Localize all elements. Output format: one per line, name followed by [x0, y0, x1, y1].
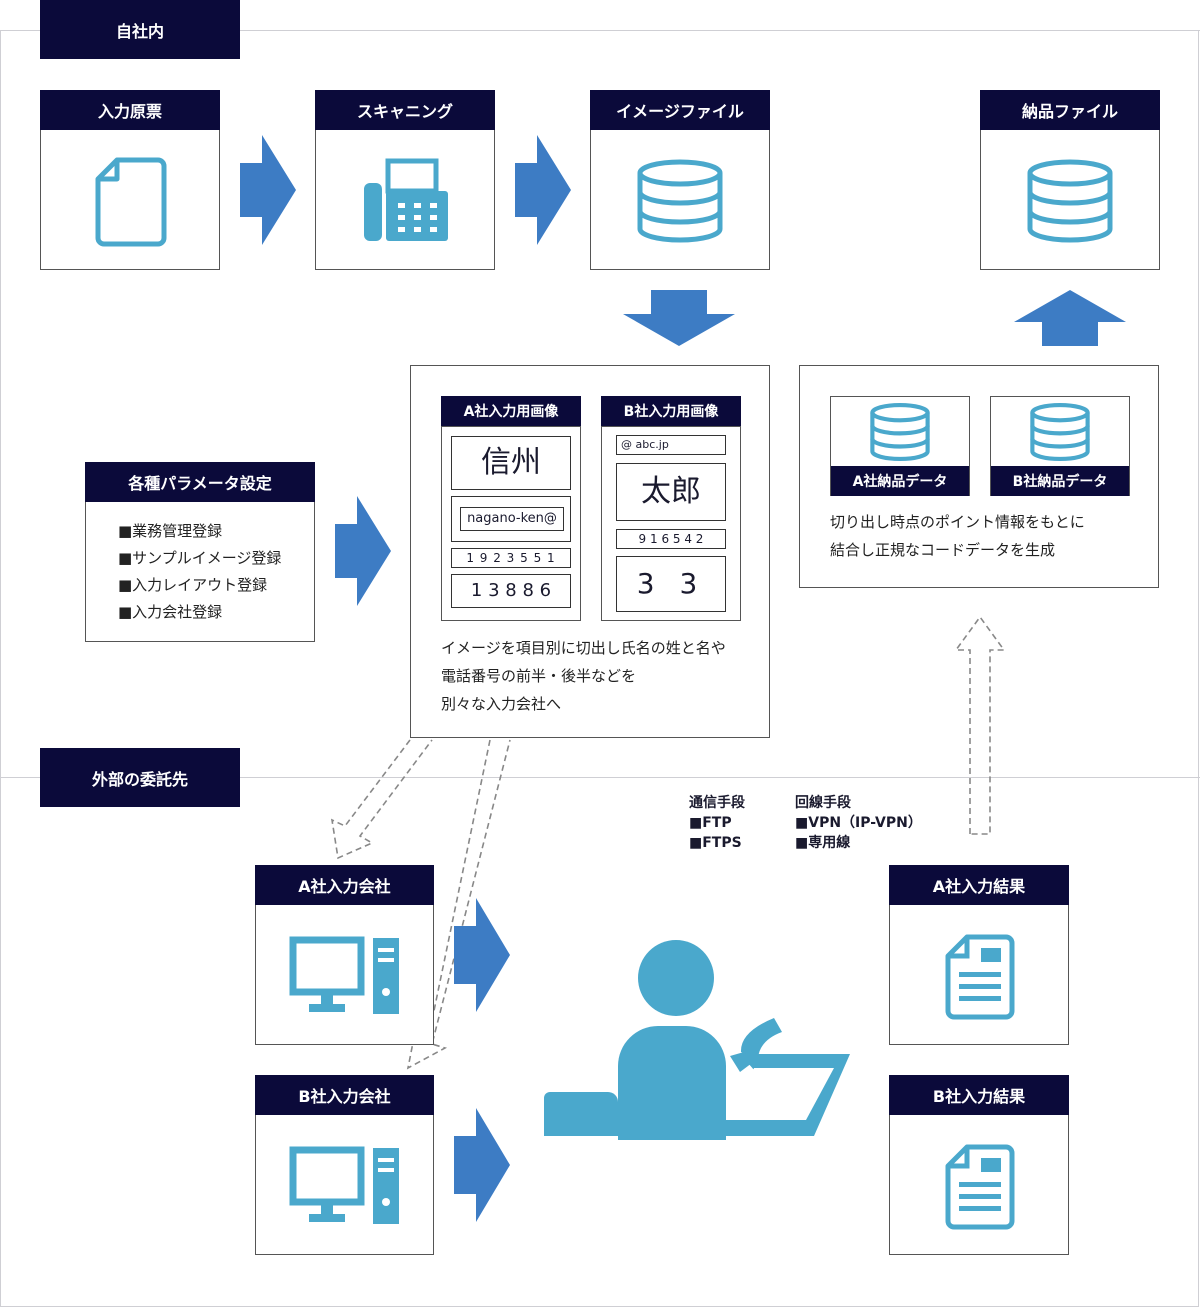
- arrow-down-icon: [623, 290, 735, 346]
- comm-item: ■FTPS: [689, 835, 742, 851]
- internal-zone-tag: 自社内: [40, 0, 240, 59]
- b-company-title: B社入力会社: [255, 1075, 434, 1115]
- image-file-title: イメージファイル: [590, 90, 770, 130]
- report-icon: [945, 934, 1015, 1020]
- operator-icon: [544, 940, 850, 1140]
- line-title: 回線手段: [795, 795, 851, 811]
- a-sample-email-frame: nagano-ken@: [451, 496, 571, 542]
- b-sample-email: @ abc.jp: [616, 435, 726, 455]
- scanning-title: スキャニング: [315, 90, 495, 130]
- b-result-box: B社入力結果: [889, 1075, 1069, 1255]
- a-sample-email: nagano-ken@: [460, 507, 564, 531]
- a-company-title: A社入力会社: [255, 865, 434, 905]
- database-icon: [870, 403, 930, 461]
- parameter-item: ■サンプルイメージ登録: [118, 549, 282, 567]
- merge-description: 切り出し時点のポイント情報をもとに 結合し正規なコードデータを生成: [830, 508, 1085, 564]
- scanning-box: スキャニング: [315, 90, 495, 270]
- input-slip-box: 入力原票: [40, 90, 220, 270]
- delivery-file-title: 納品ファイル: [980, 90, 1160, 130]
- computer-icon: [289, 1146, 399, 1224]
- parameters-title: 各種パラメータ設定: [85, 462, 315, 502]
- a-delivery-data-label: A社納品データ: [831, 466, 969, 496]
- parameter-item: ■入力会社登録: [118, 603, 223, 621]
- merge-description-line: 切り出し時点のポイント情報をもとに: [830, 513, 1085, 531]
- line-item: ■VPN（IP-VPN）: [795, 815, 922, 831]
- arrow-right-icon: [335, 496, 391, 606]
- database-icon: [1030, 403, 1090, 461]
- a-sample-digits: 1 3 8 8 6: [451, 574, 571, 608]
- a-sample-name: 信州: [451, 436, 571, 490]
- arrow-right-icon: [515, 135, 571, 245]
- arrow-right-icon: [240, 135, 296, 245]
- parameter-item: ■入力レイアウト登録: [118, 576, 268, 594]
- b-image-label: B社入力用画像: [601, 396, 741, 426]
- a-image-label: A社入力用画像: [441, 396, 581, 426]
- arrow-right-icon: [454, 898, 510, 1012]
- parameters-box: 各種パラメータ設定 ■業務管理登録 ■サンプルイメージ登録 ■入力レイアウト登録…: [85, 462, 315, 642]
- delivery-file-box: 納品ファイル: [980, 90, 1160, 270]
- internal-zone-top-line: [0, 30, 1200, 31]
- b-sample-phone: 9 1 6 5 4 2: [616, 529, 726, 549]
- internal-zone-frame: [0, 30, 1199, 1307]
- comm-methods: 通信手段 ■FTP ■FTPS: [689, 793, 745, 853]
- arrow-right-icon: [454, 1108, 510, 1222]
- b-image-frame: @ abc.jp 太郎 9 1 6 5 4 2 3 3: [601, 426, 741, 621]
- cut-description-line: 電話番号の前半・後半などを: [441, 667, 637, 685]
- line-item: ■専用線: [795, 835, 851, 851]
- a-delivery-data-box: A社納品データ: [830, 396, 970, 496]
- a-sample-phone: 1 9 2 3 5 5 1: [451, 548, 571, 568]
- image-file-box: イメージファイル: [590, 90, 770, 270]
- comm-title: 通信手段: [689, 795, 745, 811]
- parameter-item: ■業務管理登録: [118, 522, 223, 540]
- b-sample-digits: 3 3: [616, 556, 726, 612]
- merge-panel: A社納品データ B社納品データ 切り出し時点のポイント情報をもとに 結合し正規な…: [799, 365, 1159, 588]
- merge-description-line: 結合し正規なコードデータを生成: [830, 541, 1056, 559]
- input-slip-title: 入力原票: [40, 90, 220, 130]
- a-image-frame: 信州 nagano-ken@ 1 9 2 3 5 5 1 1 3 8 8 6: [441, 426, 581, 621]
- parameters-list: ■業務管理登録 ■サンプルイメージ登録 ■入力レイアウト登録 ■入力会社登録: [118, 518, 281, 626]
- b-sample-name: 太郎: [616, 463, 726, 521]
- a-company-box: A社入力会社: [255, 865, 434, 1045]
- arrow-up-icon: [1014, 290, 1126, 346]
- computer-icon: [289, 936, 399, 1014]
- report-icon: [945, 1144, 1015, 1230]
- image-cut-panel: A社入力用画像 信州 nagano-ken@ 1 9 2 3 5 5 1 1 3…: [410, 365, 770, 738]
- a-result-box: A社入力結果: [889, 865, 1069, 1045]
- a-result-title: A社入力結果: [889, 865, 1069, 905]
- comm-item: ■FTP: [689, 815, 732, 831]
- b-delivery-data-box: B社納品データ: [990, 396, 1130, 496]
- document-icon: [95, 157, 167, 247]
- fax-icon: [364, 158, 448, 241]
- cut-description: イメージを項目別に切出し氏名の姓と名や 電話番号の前半・後半などを 別々な入力会…: [441, 634, 726, 718]
- b-result-title: B社入力結果: [889, 1075, 1069, 1115]
- b-company-box: B社入力会社: [255, 1075, 434, 1255]
- cut-description-line: イメージを項目別に切出し氏名の姓と名や: [441, 639, 726, 657]
- database-icon: [1027, 159, 1113, 243]
- b-delivery-data-label: B社納品データ: [991, 466, 1129, 496]
- zone-divider-line: [0, 777, 1200, 778]
- external-zone-tag: 外部の委託先: [40, 748, 240, 807]
- database-icon: [637, 159, 723, 243]
- line-methods: 回線手段 ■VPN（IP-VPN） ■専用線: [795, 793, 922, 853]
- cut-description-line: 別々な入力会社へ: [441, 695, 562, 713]
